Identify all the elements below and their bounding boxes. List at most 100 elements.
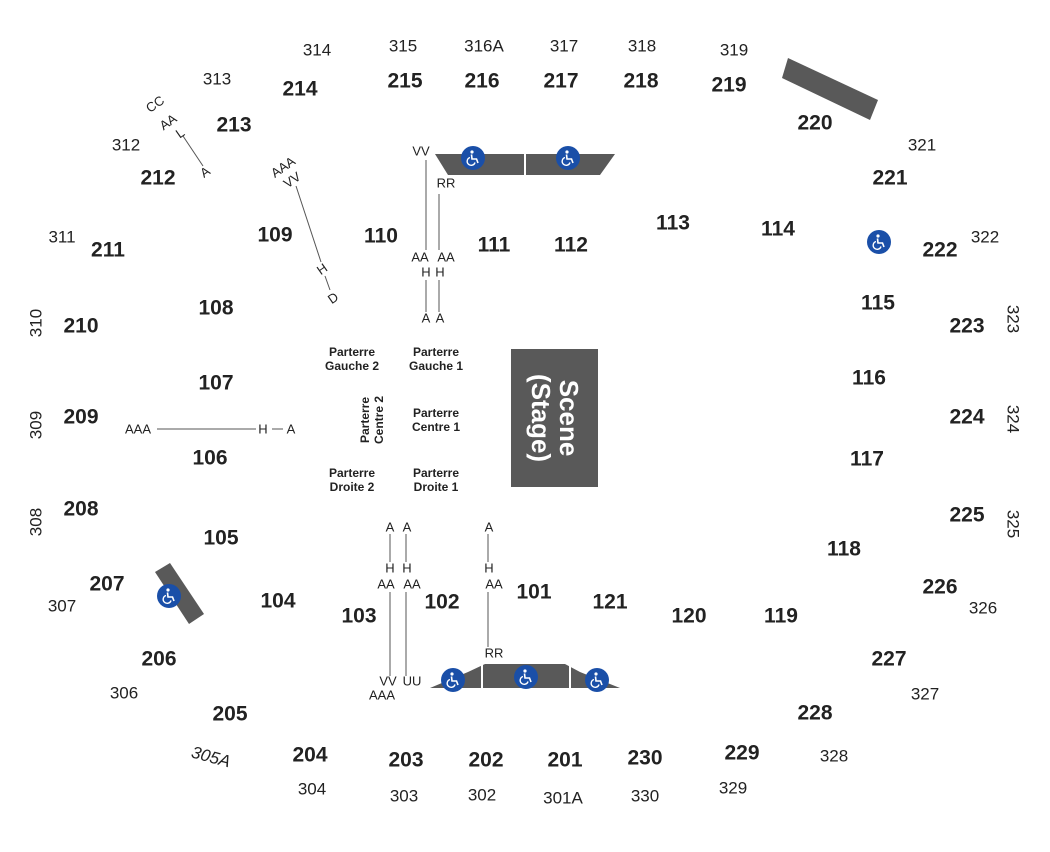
section-223[interactable]: 223 <box>949 314 985 338</box>
section-113[interactable]: 113 <box>656 211 690 235</box>
section-309[interactable]: 309 <box>26 410 46 440</box>
section-329[interactable]: 329 <box>718 778 748 798</box>
row-label: AA <box>403 576 421 592</box>
section-208[interactable]: 208 <box>63 497 99 521</box>
section-326[interactable]: 326 <box>968 598 998 618</box>
section-201[interactable]: 201 <box>547 748 583 772</box>
section-110[interactable]: 110 <box>364 224 398 248</box>
section-304[interactable]: 304 <box>297 779 327 799</box>
wheelchair-icon <box>867 230 891 254</box>
section-302[interactable]: 302 <box>467 785 497 805</box>
section-321[interactable]: 321 <box>907 135 937 155</box>
section-108[interactable]: 108 <box>198 296 234 320</box>
section-313[interactable]: 313 <box>202 69 232 89</box>
section-324[interactable]: 324 <box>1003 404 1023 434</box>
section-318[interactable]: 318 <box>627 36 657 56</box>
section-210[interactable]: 210 <box>63 314 99 338</box>
section-104[interactable]: 104 <box>260 589 296 613</box>
section-107[interactable]: 107 <box>198 371 234 395</box>
section-227[interactable]: 227 <box>871 647 907 671</box>
section-219[interactable]: 219 <box>711 73 747 97</box>
row-label: AA <box>437 249 455 265</box>
section-217[interactable]: 217 <box>543 69 579 93</box>
row-label: A <box>402 519 412 535</box>
section-224[interactable]: 224 <box>949 405 985 429</box>
section-323[interactable]: 323 <box>1003 304 1023 334</box>
wheelchair-icon <box>461 146 485 170</box>
section-322[interactable]: 322 <box>970 227 1000 247</box>
section-229[interactable]: 229 <box>724 741 760 765</box>
section-118[interactable]: 118 <box>827 537 861 561</box>
row-label: H <box>435 264 445 280</box>
section-215[interactable]: 215 <box>387 69 423 93</box>
section-327[interactable]: 327 <box>910 684 940 704</box>
section-117[interactable]: 117 <box>850 447 884 471</box>
section-212[interactable]: 212 <box>140 166 176 190</box>
section-306[interactable]: 306 <box>109 683 139 703</box>
section-116[interactable]: 116 <box>852 366 886 390</box>
section-308[interactable]: 308 <box>26 507 46 537</box>
section-207[interactable]: 207 <box>89 572 125 596</box>
section-209[interactable]: 209 <box>63 405 99 429</box>
section-220[interactable]: 220 <box>797 111 833 135</box>
section-203[interactable]: 203 <box>388 748 424 772</box>
section-319[interactable]: 319 <box>719 40 749 60</box>
section-317[interactable]: 317 <box>549 36 579 56</box>
section-114[interactable]: 114 <box>761 217 795 241</box>
section-310[interactable]: 310 <box>26 308 46 338</box>
row-label: A <box>385 519 395 535</box>
section-109[interactable]: 109 <box>257 223 293 247</box>
section-314[interactable]: 314 <box>302 40 332 60</box>
section-301A[interactable]: 301A <box>543 788 583 808</box>
section-115[interactable]: 115 <box>861 291 895 315</box>
section-325[interactable]: 325 <box>1003 509 1023 539</box>
section-312[interactable]: 312 <box>111 135 141 155</box>
section-120[interactable]: 120 <box>671 604 707 628</box>
row-label: AA <box>377 576 395 592</box>
stage[interactable]: Scene (Stage) <box>511 349 598 487</box>
section-106[interactable]: 106 <box>192 446 228 470</box>
section-221[interactable]: 221 <box>872 166 908 190</box>
section-214[interactable]: 214 <box>282 77 318 101</box>
section-230[interactable]: 230 <box>627 746 663 770</box>
section-103[interactable]: 103 <box>341 604 377 628</box>
section-111[interactable]: 111 <box>477 233 511 257</box>
row-label: AAA <box>124 421 152 437</box>
section-330[interactable]: 330 <box>630 786 660 806</box>
section-228[interactable]: 228 <box>797 701 833 725</box>
row-label: VV <box>379 673 397 689</box>
section-216[interactable]: 216 <box>464 69 500 93</box>
section-105[interactable]: 105 <box>203 526 239 550</box>
section-204[interactable]: 204 <box>292 743 328 767</box>
section-307[interactable]: 307 <box>47 596 77 616</box>
stage-label: Scene (Stage) <box>525 373 584 463</box>
section-121[interactable]: 121 <box>592 590 628 614</box>
section-202[interactable]: 202 <box>468 748 504 772</box>
section-101[interactable]: 101 <box>516 580 552 604</box>
section-315[interactable]: 315 <box>388 36 418 56</box>
section-206[interactable]: 206 <box>141 647 177 671</box>
section-303[interactable]: 303 <box>389 786 419 806</box>
section-112[interactable]: 112 <box>554 233 588 257</box>
section-213[interactable]: 213 <box>216 113 252 137</box>
section-311[interactable]: 311 <box>48 227 76 247</box>
section-225[interactable]: 225 <box>949 503 985 527</box>
row-label: A <box>484 519 494 535</box>
section-328[interactable]: 328 <box>819 746 849 766</box>
row-label: H <box>421 264 431 280</box>
row-label: A <box>286 421 296 437</box>
section-218[interactable]: 218 <box>623 69 659 93</box>
section-102[interactable]: 102 <box>424 590 460 614</box>
section-226[interactable]: 226 <box>922 575 958 599</box>
section-222[interactable]: 222 <box>922 238 958 262</box>
section-316A[interactable]: 316A <box>464 36 504 56</box>
section-211[interactable]: 211 <box>91 238 125 262</box>
section-205[interactable]: 205 <box>212 702 248 726</box>
section-119[interactable]: 119 <box>764 604 798 628</box>
